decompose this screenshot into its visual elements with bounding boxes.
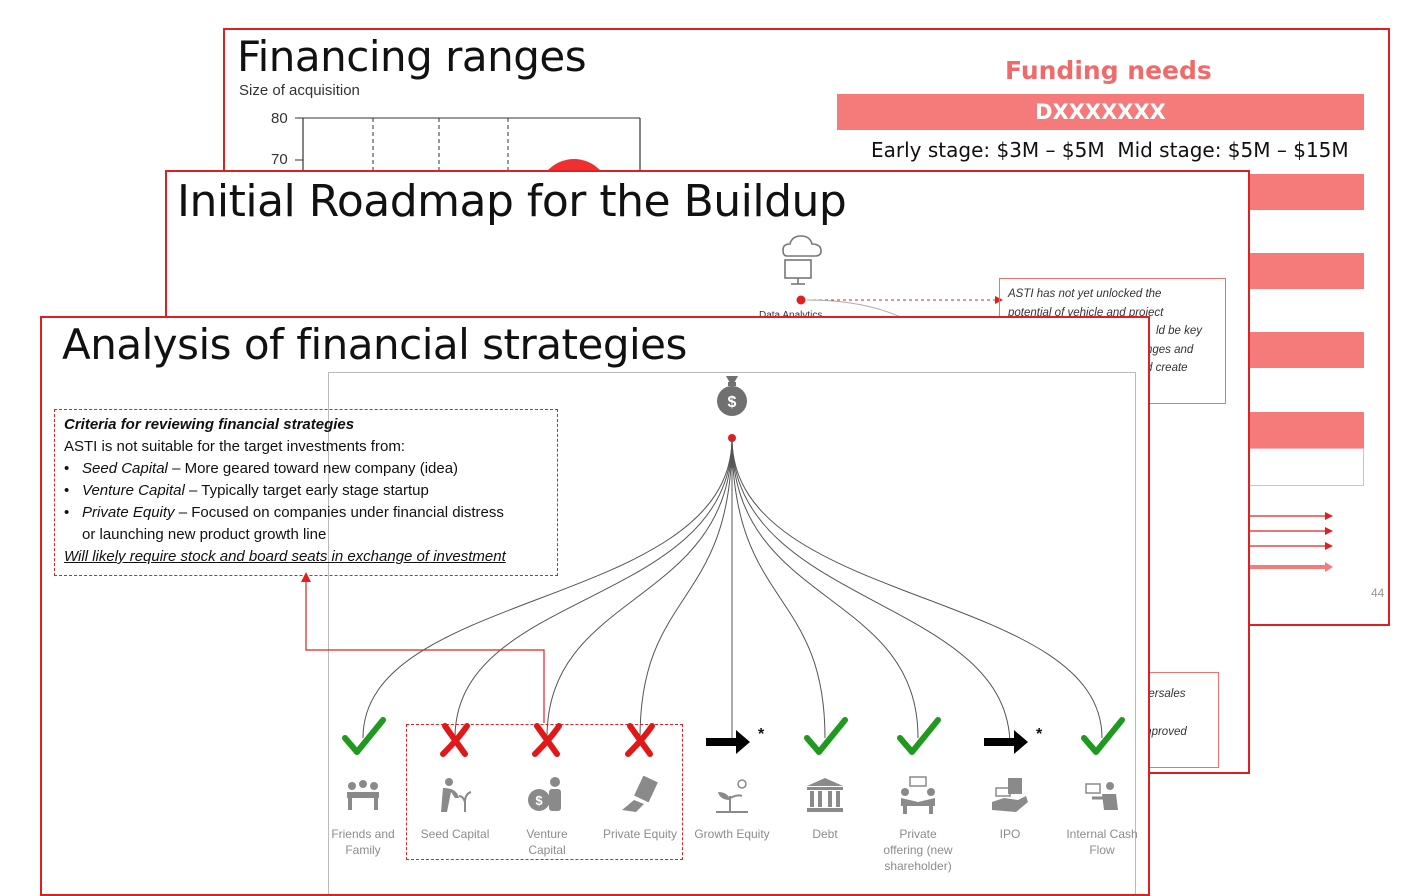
funding-bar-1: DXXXXXXX (837, 94, 1364, 130)
slide-financial-strategies[interactable]: Analysis of financial strategies $ Crite… (40, 316, 1150, 896)
stage-ranges: Early stage: $3M – $5M Mid stage: $5M – … (871, 138, 1349, 162)
branch-line (639, 437, 733, 739)
note-line: d create (1146, 362, 1188, 374)
option-label: Venture Capital (526, 827, 568, 857)
cloud-computer-icon (782, 235, 822, 285)
criteria-bullet-continuation: or launching new product growth line (82, 526, 327, 543)
option-label: Private offering (new shareholder) (883, 827, 953, 873)
note-line: potential of vehicle and project (1008, 306, 1164, 319)
criteria-intro: ASTI is not suitable for the target inve… (64, 438, 405, 455)
bullet-term: Private Equity (82, 504, 175, 521)
criteria-bullet: • Seed Capital – More geared toward new … (64, 460, 459, 477)
roadmap-note-box-2: ftersales r mproved (1127, 672, 1219, 768)
note-line: r (1142, 704, 1218, 723)
branch-line (731, 437, 919, 739)
bank-icon (807, 778, 843, 812)
criteria-footer: Will likely require stock and board seat… (64, 548, 506, 565)
funding-needs-title: Funding needs (1005, 56, 1212, 85)
cross-mark-icon (532, 723, 562, 757)
option-label: Friends and Family (331, 827, 395, 857)
branch-line (454, 437, 733, 739)
option-label: Debt (812, 827, 838, 841)
option-label: Private Equity (602, 827, 678, 841)
criteria-heading: Criteria for reviewing financial strateg… (64, 416, 355, 433)
hand-money-icon (992, 778, 1028, 812)
criteria-box: Criteria for reviewing financial strateg… (54, 409, 558, 576)
people-meeting-icon (347, 780, 379, 810)
check-mark-icon (342, 717, 386, 755)
check-mark-icon (897, 717, 941, 755)
arrow-right-icon (706, 730, 750, 754)
criteria-connector (301, 572, 545, 723)
money-bag-icon: $ (717, 376, 747, 416)
note-line: nges and (1146, 343, 1194, 356)
svg-text:$: $ (728, 394, 737, 411)
option-label: Growth Equity (694, 827, 770, 841)
branch-line (731, 437, 1011, 747)
cross-mark-icon (625, 723, 655, 757)
criteria-bullet: • Private Equity – Focused on companies … (64, 504, 504, 521)
handshake-money-icon (901, 776, 935, 814)
branch-line (362, 437, 733, 739)
slide-title: Analysis of financial strategies (62, 320, 687, 369)
option-label: Internal Cash Flow (1066, 827, 1138, 857)
y-tick-80: 80 (271, 110, 288, 127)
page-number: 44 (1371, 586, 1385, 600)
branch-line (731, 437, 1103, 739)
note-line: mproved (1142, 726, 1187, 738)
option-label: IPO (999, 827, 1021, 841)
check-mark-icon (804, 717, 848, 755)
chart-subtitle: Size of acquisition (239, 82, 360, 99)
asterisk-note: * (1036, 726, 1043, 743)
chart-axes (295, 117, 641, 190)
diagram-frame (328, 372, 1136, 894)
bullet-text: – More geared toward new company (idea) (167, 460, 459, 477)
criteria-bullet: • Venture Capital – Typically target ear… (64, 482, 429, 499)
asterisk-note: * (758, 726, 765, 743)
arrow-right-icon (984, 730, 1028, 754)
sprout-icon (716, 779, 748, 813)
strategy-tree (362, 434, 1103, 747)
note-line: ASTI has not yet unlocked the (1008, 288, 1162, 300)
bullet-term: Venture Capital (82, 482, 185, 499)
data-analytics-label: Data Analytics (759, 310, 822, 321)
svg-text:$: $ (535, 793, 543, 808)
y-tick-70: 70 (271, 151, 288, 168)
slide-title: Initial Roadmap for the Buildup (177, 176, 847, 227)
note-line: ld be key (1156, 325, 1203, 337)
branch-line (546, 437, 733, 739)
check-mark-icon (1081, 717, 1125, 755)
slide-title: Financing ranges (237, 32, 587, 81)
note-line: ftersales (1142, 688, 1186, 700)
bullet-text: – Typically target early stage startup (184, 482, 429, 499)
watering-plant-icon (441, 778, 472, 812)
cash-hand-icon (1085, 782, 1118, 810)
cross-mark-icon (440, 723, 470, 757)
bullet-term: Seed Capital (82, 460, 168, 477)
rejected-options-group (406, 724, 683, 860)
bullet-text: – Focused on companies under financial d… (174, 504, 504, 521)
funding-bar-1-label: DXXXXXXX (1035, 100, 1166, 124)
building-hand-icon (622, 776, 658, 812)
option-label: Seed Capital (420, 827, 490, 841)
branch-line (731, 437, 826, 739)
money-bag-person-icon: $ (528, 777, 561, 811)
